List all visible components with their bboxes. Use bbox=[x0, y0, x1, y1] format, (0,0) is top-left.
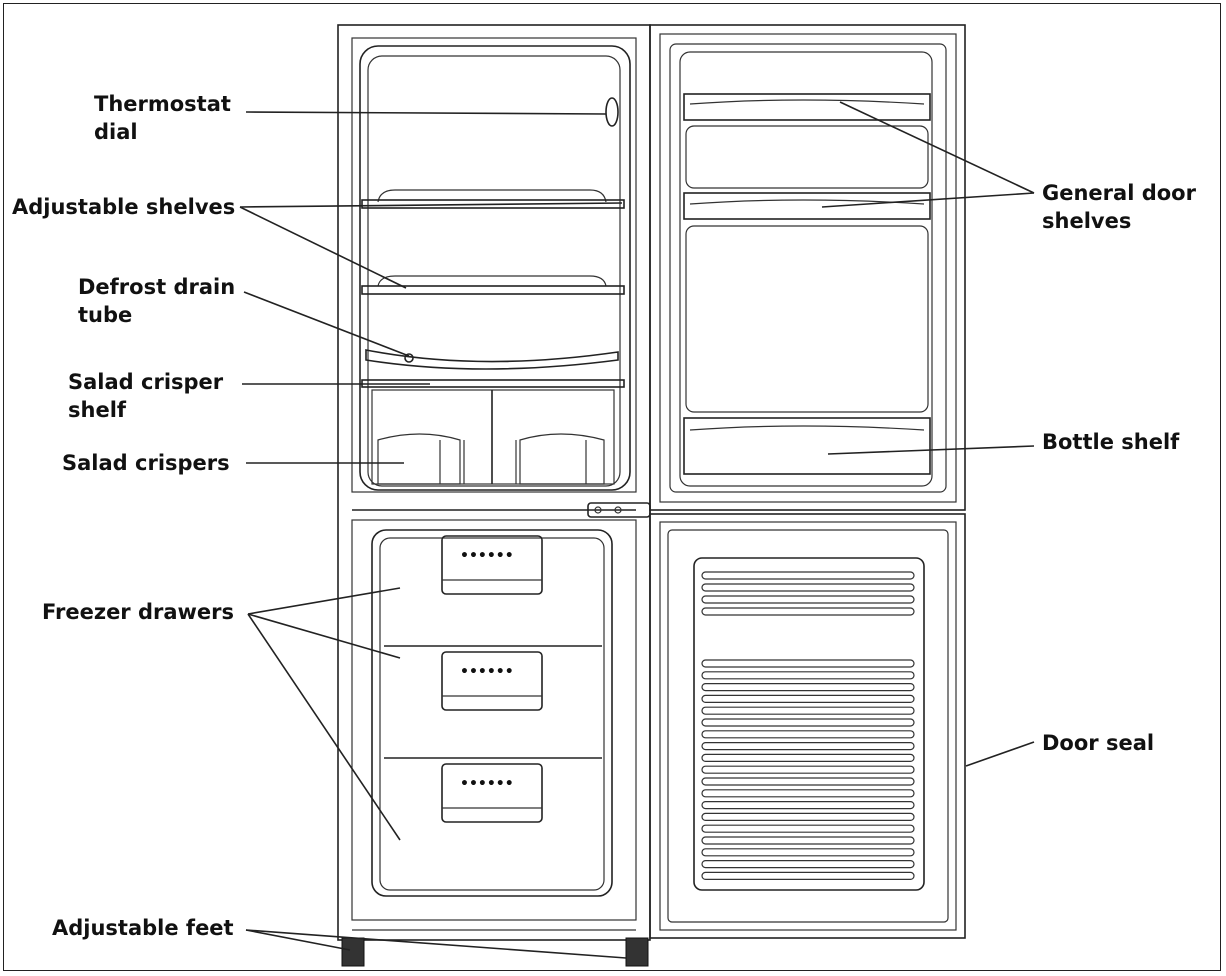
salad-crisper-shelf-label: Salad crisper shelf bbox=[68, 370, 230, 422]
vent-slot bbox=[701, 765, 915, 774]
vent-slot bbox=[701, 777, 915, 786]
defrost-drain-tube-label: Defrost drain tube bbox=[78, 275, 242, 327]
vent-slot bbox=[701, 595, 915, 604]
freezer-drawer: •••••• bbox=[384, 535, 602, 647]
vent-slot bbox=[701, 812, 915, 822]
vent-slot bbox=[701, 671, 915, 680]
vent-slot bbox=[701, 718, 915, 727]
adjustable-shelf bbox=[361, 189, 625, 209]
vent-slot bbox=[701, 571, 915, 580]
bottle-shelf-label: Bottle shelf bbox=[1042, 430, 1180, 454]
vent-slot bbox=[701, 741, 915, 751]
general-door-shelves-label: General door shelves bbox=[1042, 181, 1203, 233]
vent-slot bbox=[701, 607, 915, 616]
vent-slot bbox=[701, 848, 915, 857]
vent-slot bbox=[701, 789, 915, 798]
freezer-drawer: •••••• bbox=[441, 763, 543, 823]
bottle-shelf bbox=[683, 417, 931, 475]
door-compartment bbox=[685, 125, 929, 189]
vent-slot bbox=[701, 583, 915, 592]
salad-crispers bbox=[371, 389, 615, 485]
svg-text:••••••: •••••• bbox=[460, 664, 514, 680]
vent-slot bbox=[701, 753, 915, 763]
adjustable-foot bbox=[625, 937, 649, 967]
diagram-frame bbox=[3, 3, 1221, 971]
freezer-drawer: •••••• bbox=[384, 651, 602, 759]
freezer-compartment bbox=[371, 529, 613, 897]
general-door-shelf bbox=[683, 93, 931, 121]
general-door-shelf bbox=[683, 192, 931, 220]
vent-slot bbox=[701, 859, 915, 869]
door-compartment bbox=[685, 225, 929, 413]
leader-lines bbox=[239, 101, 1035, 959]
thermostat-dial-label: Thermostat dial bbox=[94, 92, 238, 144]
freezer-door bbox=[649, 513, 966, 939]
vent-slot bbox=[701, 800, 915, 810]
vent-slot bbox=[701, 824, 915, 833]
adjustable-foot bbox=[341, 937, 365, 967]
vent-slot bbox=[701, 694, 915, 704]
defrost-drain-tube bbox=[404, 353, 414, 363]
cabinet bbox=[337, 24, 651, 941]
svg-text:••••••: •••••• bbox=[460, 776, 514, 792]
vent-slot bbox=[701, 659, 915, 668]
adjustable-feet-label: Adjustable feet bbox=[52, 916, 234, 940]
vent-slot bbox=[701, 682, 915, 692]
door-seal-label: Door seal bbox=[1042, 731, 1154, 755]
vent-slot bbox=[701, 836, 915, 845]
svg-text:••••••: •••••• bbox=[460, 548, 514, 564]
freezer-drawers-label: Freezer drawers bbox=[42, 600, 234, 624]
thermostat-dial bbox=[605, 97, 619, 127]
adjustable-shelf bbox=[361, 275, 625, 295]
door-vents bbox=[701, 571, 915, 881]
adjustable-shelves-label: Adjustable shelves bbox=[12, 195, 235, 219]
fridge-door bbox=[649, 24, 966, 511]
defrost-drain-channel bbox=[365, 349, 619, 370]
vent-slot bbox=[701, 706, 915, 715]
fridge-compartment bbox=[359, 45, 631, 491]
vent-slot bbox=[701, 730, 915, 739]
salad-crispers-label: Salad crispers bbox=[62, 451, 230, 475]
vent-slot bbox=[701, 871, 915, 881]
